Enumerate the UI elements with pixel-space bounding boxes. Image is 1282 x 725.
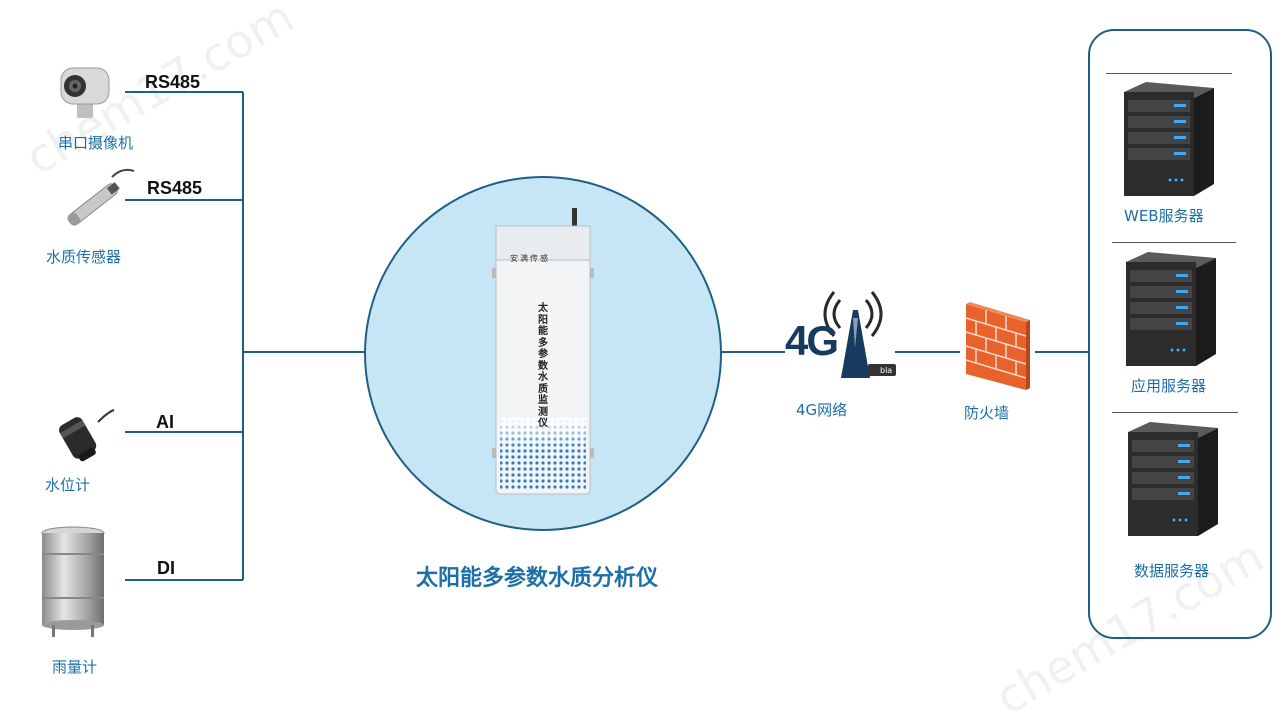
protocol-label: RS485 (147, 178, 203, 198)
sensor-label: 水位计 (45, 476, 91, 494)
divider (1106, 73, 1232, 74)
sensor-label: 水质传感器 (46, 248, 122, 266)
4g-antenna-icon (782, 288, 897, 383)
server-panel (1088, 29, 1272, 639)
sensor-label: 串口摄像机 (58, 134, 134, 152)
device-char: 仪 (538, 418, 548, 429)
firewall-label: 防火墙 (964, 404, 1010, 422)
device-char: 参 (538, 349, 548, 360)
analyzer-device-icon (492, 208, 594, 496)
device-char: 阳 (538, 314, 548, 326)
4g-badge-text: bla (880, 366, 893, 375)
device-char: 能 (538, 326, 548, 337)
protocol-label: DI (157, 558, 175, 578)
server-label: WEB服务器 (1124, 207, 1204, 225)
device-char: 测 (538, 406, 548, 418)
device-title: 太阳能多参数水质分析仪 (416, 566, 659, 591)
divider (1112, 412, 1238, 413)
serial-camera-icon (55, 62, 115, 122)
rain-gauge-icon (38, 525, 108, 640)
protocol-label: AI (156, 412, 174, 432)
4g-logo-text: 4G (785, 317, 839, 364)
device-char: 水 (538, 372, 548, 383)
device-char: 监 (538, 395, 548, 406)
device-char: 多 (538, 337, 548, 349)
server-icon (1122, 420, 1220, 538)
firewall-icon (960, 300, 1032, 395)
server-label: 应用服务器 (1131, 377, 1207, 395)
server-icon (1118, 80, 1216, 198)
device-char: 质 (538, 383, 548, 395)
server-label: 数据服务器 (1134, 562, 1210, 580)
protocol-label: RS485 (145, 72, 201, 92)
device-brand: 安满传感 (510, 254, 550, 263)
sensor-label: 雨量计 (52, 658, 98, 676)
device-char: 数 (538, 360, 548, 372)
water-level-gauge-icon (48, 408, 118, 468)
network-label: 4G网络 (796, 401, 848, 419)
server-icon (1120, 250, 1218, 368)
divider (1112, 242, 1236, 243)
connection-lines (125, 91, 1088, 581)
device-char: 太 (538, 303, 548, 314)
water-quality-sensor-icon (52, 165, 137, 235)
device-vertical-text: 太 阳 能 多 参 数 水 质 监 测 仪 (536, 303, 550, 430)
